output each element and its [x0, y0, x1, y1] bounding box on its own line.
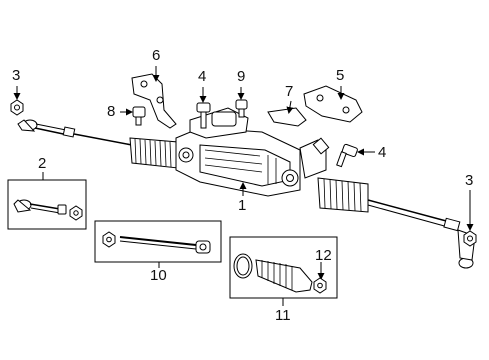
mounting-bolt-right [336, 143, 358, 168]
right-tie-rod-end [367, 199, 476, 269]
leader-lines [13, 66, 474, 306]
callout-2: 2 [38, 155, 47, 172]
callout-3-right: 3 [465, 172, 474, 189]
left-tie-rod-nut [10, 99, 24, 116]
steering-rack-housing [129, 107, 369, 213]
mounting-bolt-upper [196, 102, 211, 129]
callout-4-right: 4 [378, 144, 387, 161]
sensor-bolt [235, 99, 248, 118]
callout-4-top: 4 [198, 68, 207, 85]
callout-11: 11 [275, 307, 291, 324]
left-tie-rod-end [17, 119, 133, 146]
callout-12: 12 [315, 247, 332, 264]
bracket-bolt [132, 106, 146, 126]
box-inner-tie-rod-kit [94, 220, 222, 263]
callout-6: 6 [152, 47, 161, 64]
callout-8: 8 [107, 103, 116, 120]
callout-1: 1 [238, 197, 247, 214]
box-outer-tie-rod-kit [7, 179, 87, 230]
right-tie-rod-nut [463, 230, 477, 247]
callout-5: 5 [336, 67, 345, 84]
heat-shield-plate [267, 107, 307, 127]
callout-10: 10 [150, 267, 167, 284]
callout-7: 7 [285, 83, 294, 100]
box-boot-kit [229, 236, 338, 299]
callout-3-left: 3 [12, 67, 21, 84]
callout-9: 9 [237, 68, 246, 85]
motor-cover [303, 85, 363, 123]
